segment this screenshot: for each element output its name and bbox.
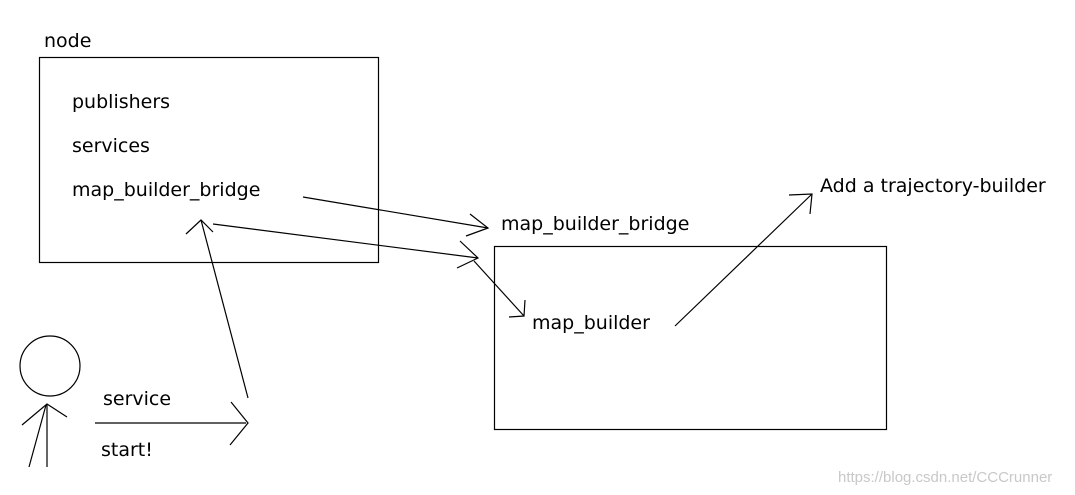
- node-item-publishers: publishers: [72, 91, 171, 113]
- arrow-service-up: [95, 219, 249, 446]
- actor-action-service: service: [103, 388, 172, 410]
- result-label: Add a trajectory-builder: [820, 175, 1046, 197]
- bridge-box-title: map_builder_bridge: [501, 213, 690, 235]
- actor-action-start: start!: [101, 439, 153, 461]
- node-item-services: services: [72, 135, 150, 157]
- watermark: https://blog.csdn.net/CCCrunner: [838, 469, 1053, 486]
- arrow-to-bridge-box: [212, 223, 480, 269]
- arrow-to-bridge-title: [302, 196, 490, 237]
- node-item-map-builder-bridge: map_builder_bridge: [72, 179, 261, 201]
- actor-figure: [19, 335, 81, 468]
- node-box: [38, 56, 380, 264]
- bridge-box: [493, 245, 888, 431]
- arrow-to-map-builder: [473, 260, 526, 318]
- arrow-to-trajectory-builder: [674, 193, 813, 327]
- actor-head: [19, 335, 81, 397]
- bridge-inner-map-builder: map_builder: [532, 312, 650, 334]
- node-box-title: node: [44, 30, 92, 52]
